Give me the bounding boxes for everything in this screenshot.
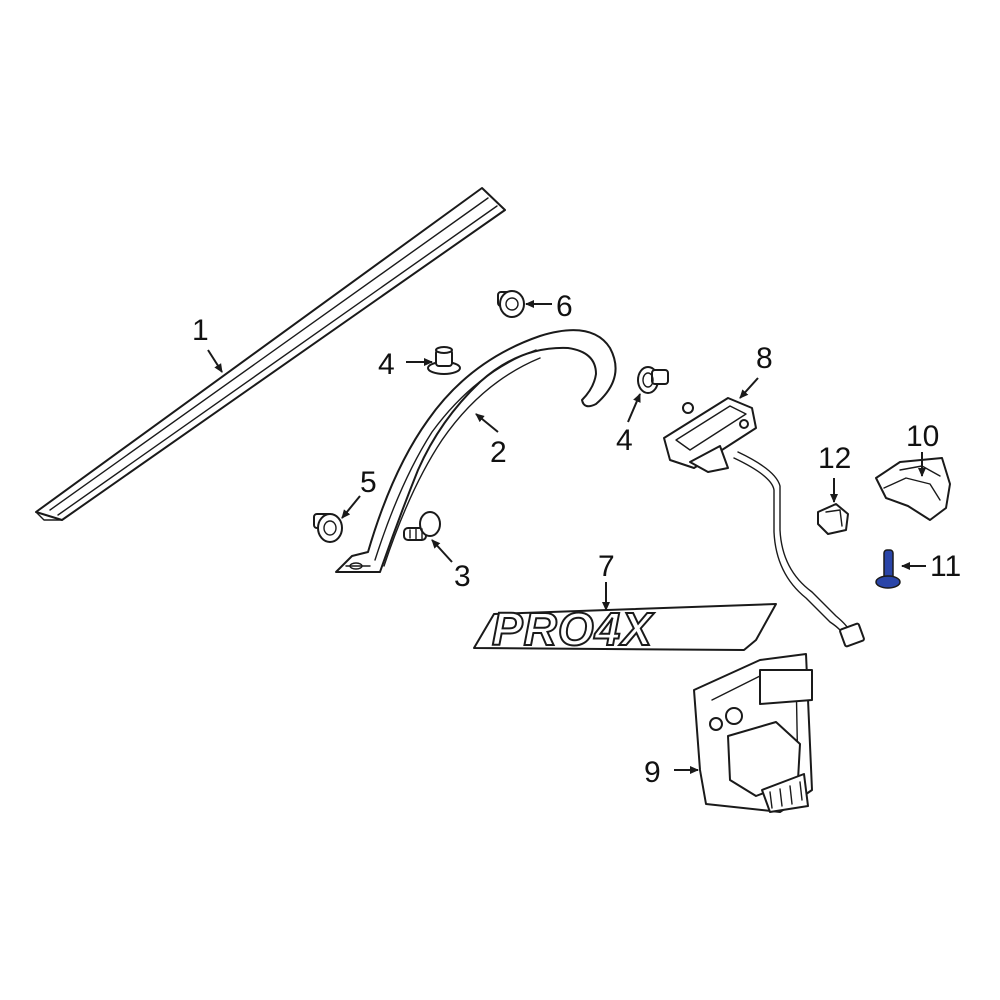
leader-3 bbox=[431, 539, 453, 563]
callout-9: 9 bbox=[644, 756, 661, 789]
leader-lines bbox=[207, 300, 926, 774]
part-2-wheel-arch-flare[interactable] bbox=[335, 329, 617, 573]
emblem-lettering: PRO4X bbox=[492, 603, 654, 655]
callout-4-left: 4 bbox=[378, 348, 395, 381]
callout-2: 2 bbox=[490, 436, 507, 469]
leader-5 bbox=[341, 495, 361, 519]
callout-12: 12 bbox=[818, 442, 851, 475]
callout-10: 10 bbox=[906, 420, 939, 453]
callout-3: 3 bbox=[454, 560, 471, 593]
part-1-molding-strip[interactable] bbox=[35, 187, 506, 521]
part-6-clip[interactable] bbox=[497, 290, 525, 318]
leader-2 bbox=[475, 413, 499, 433]
part-11-bolt[interactable] bbox=[875, 549, 901, 589]
part-10-mud-guard[interactable] bbox=[875, 457, 951, 521]
callout-1: 1 bbox=[192, 314, 209, 347]
leader-1 bbox=[207, 349, 223, 373]
callout-6: 6 bbox=[556, 290, 573, 323]
part-4-clip-left[interactable] bbox=[427, 346, 461, 375]
part-3-screw[interactable] bbox=[403, 511, 441, 541]
part-7-emblem[interactable]: PRO4X bbox=[473, 602, 777, 656]
callout-8: 8 bbox=[756, 342, 773, 375]
part-4-clip-right[interactable] bbox=[637, 366, 669, 394]
part-9-connector-module[interactable] bbox=[693, 653, 813, 813]
callout-5: 5 bbox=[360, 466, 377, 499]
leader-4b bbox=[627, 393, 641, 423]
leader-8 bbox=[739, 377, 759, 399]
part-8-bracket-harness[interactable] bbox=[663, 397, 865, 648]
part-12-clip[interactable] bbox=[817, 503, 849, 535]
callout-4-right: 4 bbox=[616, 424, 633, 457]
callout-7: 7 bbox=[598, 550, 615, 583]
callout-labels: 1 2 3 4 4 5 6 7 8 9 10 11 12 bbox=[192, 290, 961, 789]
part-5-clip[interactable] bbox=[313, 513, 343, 543]
callout-11: 11 bbox=[930, 550, 961, 583]
